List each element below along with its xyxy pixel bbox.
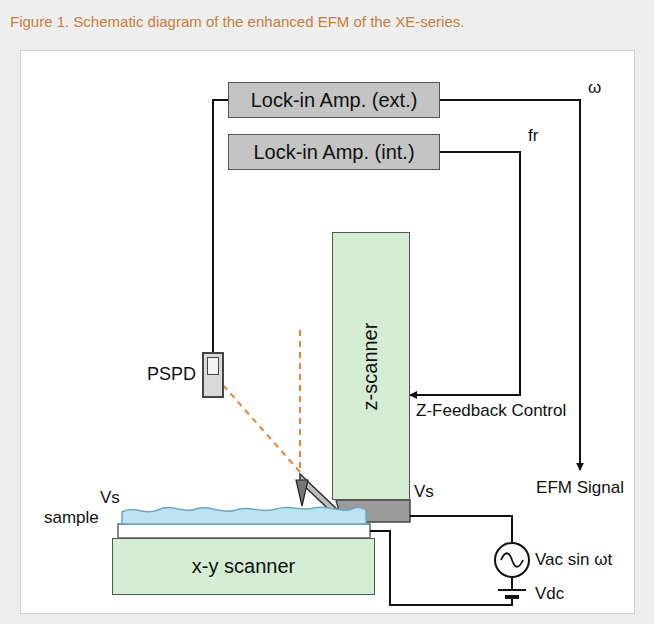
signal-label: EFM Signal <box>536 478 624 498</box>
probe-tip <box>296 480 308 506</box>
scanner-box: z-scanner <box>332 232 410 500</box>
signal-label: sample <box>44 508 99 528</box>
node-label: Lock-in Amp. (int.) <box>253 141 414 164</box>
ac-source-wave <box>501 553 523 567</box>
signal-label: Vdc <box>535 584 564 604</box>
figure-caption: Figure 1. Schematic diagram of the enhan… <box>10 12 464 32</box>
laser-beam <box>224 386 300 472</box>
edge-label: Z-Feedback Control <box>414 401 568 421</box>
photodetector-split <box>207 357 219 375</box>
bias-wire <box>511 577 513 590</box>
lockin-box: Lock-in Amp. (int.) <box>228 134 440 170</box>
ac-source <box>495 543 529 577</box>
photodetector: PSPD <box>140 352 224 398</box>
dc-source <box>498 589 526 591</box>
node-label: PSPD <box>147 364 196 385</box>
photodetector-cell <box>202 352 224 398</box>
bias-wire <box>370 531 512 605</box>
node-label: Lock-in Amp. (ext.) <box>251 89 418 112</box>
signal-connector <box>213 100 228 352</box>
laser-beam <box>299 330 301 470</box>
signal-label: Vac sin ωt <box>535 550 612 570</box>
signal-label: Vs <box>100 488 120 508</box>
scanner-box: x-y scanner <box>112 538 375 595</box>
signal-connector <box>410 152 520 395</box>
lockin-box: Lock-in Amp. (ext.) <box>228 82 440 118</box>
bias-wire <box>410 516 512 543</box>
sample <box>122 507 366 524</box>
sample-plate <box>118 524 370 538</box>
signal-label: Vs <box>414 482 434 502</box>
node-label: z-scanner <box>360 322 383 410</box>
signal-label: ω <box>588 78 601 98</box>
signal-label: fr <box>528 126 538 146</box>
node-label: x-y scanner <box>192 555 295 578</box>
